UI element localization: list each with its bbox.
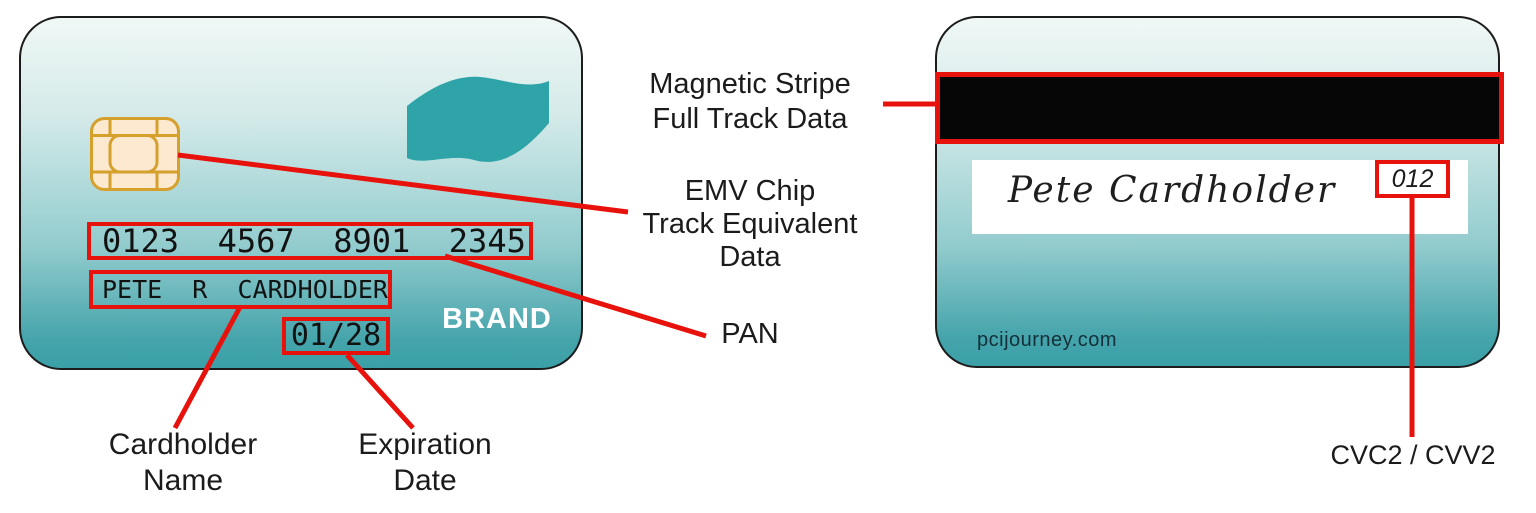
expiration-date-label-line2: Date bbox=[393, 464, 457, 497]
emv-chip-label-line2: Track Equivalent bbox=[642, 208, 858, 240]
expiration-date-value: 01/28 bbox=[290, 318, 382, 353]
cardholder-name-label: Cardholder Name bbox=[83, 427, 283, 499]
magnetic-stripe-label-line2: Full Track Data bbox=[652, 103, 848, 135]
brand-label: BRAND bbox=[442, 303, 552, 335]
cvc2-cvv2-label: CVC2 / CVV2 bbox=[1330, 440, 1496, 470]
expiration-date-label-line1: Expiration bbox=[358, 428, 492, 461]
cardholder-name-box: PETE R CARDHOLDER bbox=[89, 270, 392, 309]
signature-value: Pete Cardholder bbox=[1007, 170, 1337, 211]
pan-box: 0123 4567 8901 2345 bbox=[87, 222, 533, 260]
website-label: pcijourney.com bbox=[977, 329, 1118, 351]
card-back: Pete Cardholder 012 pcijourney.com bbox=[935, 16, 1504, 368]
cardholder-name-value: PETE R CARDHOLDER bbox=[102, 275, 388, 304]
cvc-box: 012 bbox=[1375, 160, 1450, 198]
emv-chip-icon bbox=[90, 117, 180, 191]
emv-chip-label-line1: EMV Chip bbox=[684, 175, 816, 207]
card-front: 0123 4567 8901 2345 PETE R CARDHOLDER 01… bbox=[19, 16, 583, 370]
cardholder-name-label-line1: Cardholder bbox=[108, 428, 258, 461]
cardholder-name-label-line2: Name bbox=[142, 464, 224, 497]
magnetic-stripe bbox=[935, 72, 1504, 144]
pan-value: 0123 4567 8901 2345 bbox=[102, 222, 526, 260]
expiration-date-label: Expiration Date bbox=[325, 427, 525, 499]
wave-logo-icon bbox=[407, 76, 549, 162]
magnetic-stripe-label: Magnetic Stripe Full Track Data bbox=[600, 67, 900, 137]
emv-chip-label: EMV Chip Track Equivalent Data bbox=[580, 175, 920, 274]
pan-label: PAN bbox=[721, 318, 779, 350]
emv-chip-label-line3: Data bbox=[719, 241, 781, 273]
magnetic-stripe-label-line1: Magnetic Stripe bbox=[649, 68, 851, 100]
cvc-value: 012 bbox=[1391, 164, 1434, 193]
expiration-date-box: 01/28 bbox=[282, 317, 390, 355]
